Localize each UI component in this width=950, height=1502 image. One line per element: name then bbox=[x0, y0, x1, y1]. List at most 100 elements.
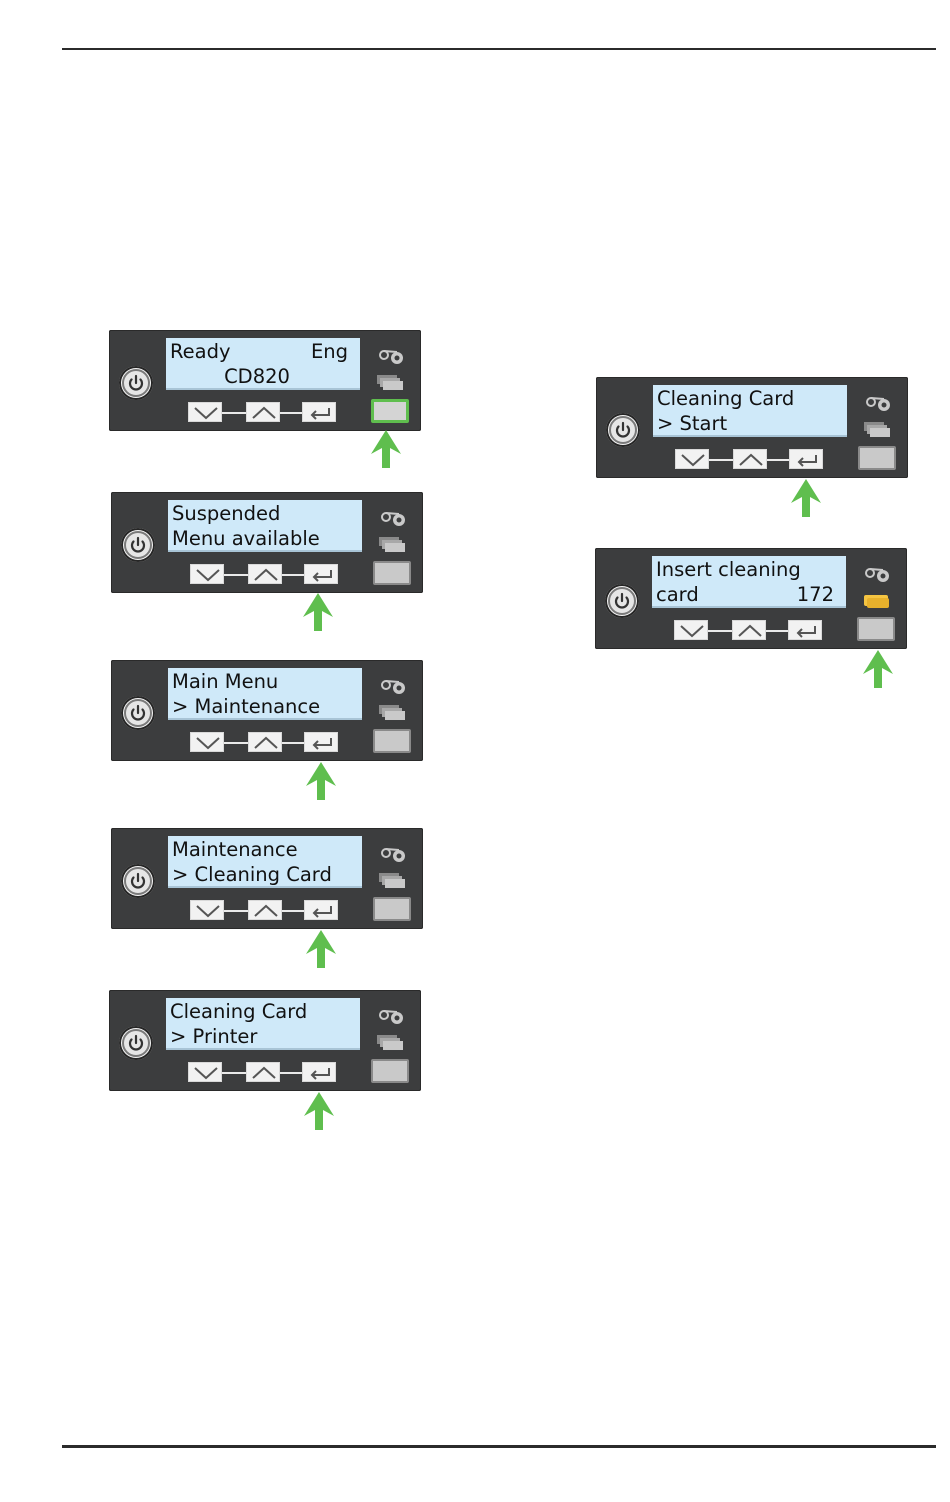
down-arrow-key-icon bbox=[189, 403, 223, 423]
lcd-line-1: Insert cleaning bbox=[656, 558, 846, 583]
stop-button[interactable] bbox=[373, 897, 411, 921]
up-arrow-key-icon bbox=[247, 403, 281, 423]
green-arrow-icon bbox=[306, 762, 336, 800]
navigation-keys bbox=[190, 564, 340, 584]
power-icon bbox=[121, 528, 155, 562]
ribbon-icon bbox=[378, 511, 408, 527]
power-button[interactable] bbox=[605, 584, 639, 618]
down-key[interactable] bbox=[674, 620, 708, 640]
stop-button[interactable] bbox=[858, 446, 896, 470]
enter-key[interactable] bbox=[302, 1062, 336, 1082]
card-stack-icon bbox=[378, 872, 408, 890]
down-key[interactable] bbox=[188, 402, 222, 422]
down-arrow-key-icon bbox=[189, 1063, 223, 1083]
green-arrow-icon bbox=[371, 430, 401, 468]
stop-button[interactable] bbox=[373, 561, 411, 585]
stop-button[interactable] bbox=[371, 399, 409, 423]
navigation-keys bbox=[188, 1062, 338, 1082]
enter-key-icon bbox=[789, 621, 823, 641]
down-key[interactable] bbox=[675, 449, 709, 469]
navigation-keys bbox=[188, 402, 338, 422]
up-arrow-key-icon bbox=[734, 450, 768, 470]
green-arrow-icon bbox=[863, 650, 893, 688]
card-stack-icon bbox=[376, 1034, 406, 1052]
down-key[interactable] bbox=[190, 564, 224, 584]
enter-key-icon bbox=[790, 450, 824, 470]
stop-button[interactable] bbox=[373, 729, 411, 753]
enter-key[interactable] bbox=[304, 564, 338, 584]
power-button[interactable] bbox=[121, 528, 155, 562]
power-icon bbox=[121, 864, 155, 898]
card-stack-icon bbox=[863, 421, 893, 439]
up-arrow-key-icon bbox=[249, 901, 283, 921]
control-panel-cleaning-printer: Cleaning Card > Printer bbox=[109, 990, 421, 1091]
power-icon bbox=[606, 413, 640, 447]
ribbon-icon bbox=[863, 396, 893, 412]
lcd-line-2: > Start bbox=[657, 412, 847, 437]
header-rule bbox=[62, 48, 936, 50]
down-arrow-key-icon bbox=[675, 621, 709, 641]
down-arrow-key-icon bbox=[191, 901, 225, 921]
down-key[interactable] bbox=[188, 1062, 222, 1082]
footer-rule bbox=[62, 1445, 936, 1448]
up-key[interactable] bbox=[248, 732, 282, 752]
green-arrow-icon bbox=[306, 930, 336, 968]
lcd-display: Cleaning Card > Start bbox=[653, 385, 847, 437]
lcd-line-2: > Maintenance bbox=[172, 695, 362, 720]
stop-button[interactable] bbox=[857, 617, 895, 641]
up-arrow-key-icon bbox=[249, 565, 283, 585]
up-arrow-key-icon bbox=[733, 621, 767, 641]
control-panel-suspended: Suspended Menu available bbox=[111, 492, 423, 593]
lcd-line-2: > Printer bbox=[170, 1025, 360, 1050]
navigation-keys bbox=[190, 732, 340, 752]
up-key[interactable] bbox=[733, 449, 767, 469]
ribbon-icon bbox=[862, 567, 892, 583]
enter-key-icon bbox=[305, 901, 339, 921]
stop-button[interactable] bbox=[371, 1059, 409, 1083]
green-arrow-icon bbox=[303, 593, 333, 631]
navigation-keys bbox=[674, 620, 824, 640]
lcd-line-1: Suspended bbox=[172, 502, 362, 527]
enter-key-icon bbox=[303, 1063, 337, 1083]
up-key[interactable] bbox=[246, 1062, 280, 1082]
down-key[interactable] bbox=[190, 900, 224, 920]
ribbon-icon bbox=[376, 1009, 406, 1025]
power-button[interactable] bbox=[606, 413, 640, 447]
up-key[interactable] bbox=[246, 402, 280, 422]
power-icon bbox=[119, 366, 153, 400]
power-button[interactable] bbox=[119, 1026, 153, 1060]
up-key[interactable] bbox=[248, 900, 282, 920]
up-key[interactable] bbox=[248, 564, 282, 584]
enter-key[interactable] bbox=[788, 620, 822, 640]
card-stack-icon bbox=[378, 704, 408, 722]
enter-key[interactable] bbox=[304, 900, 338, 920]
up-key[interactable] bbox=[732, 620, 766, 640]
lcd-line-2: Menu available bbox=[172, 527, 362, 552]
green-arrow-icon bbox=[791, 479, 821, 517]
down-key[interactable] bbox=[190, 732, 224, 752]
lcd-line-2: CD820 bbox=[170, 365, 360, 390]
enter-key[interactable] bbox=[302, 402, 336, 422]
lcd-display: Maintenance > Cleaning Card bbox=[168, 836, 362, 888]
enter-key[interactable] bbox=[789, 449, 823, 469]
control-panel-maintenance: Maintenance > Cleaning Card bbox=[111, 828, 423, 929]
power-button[interactable] bbox=[119, 366, 153, 400]
up-arrow-key-icon bbox=[249, 733, 283, 753]
control-panel-main-menu: Main Menu > Maintenance bbox=[111, 660, 423, 761]
enter-key[interactable] bbox=[304, 732, 338, 752]
enter-key-icon bbox=[303, 403, 337, 423]
navigation-keys bbox=[190, 900, 340, 920]
lcd-line-1: Main Menu bbox=[172, 670, 362, 695]
card-stack-icon bbox=[862, 592, 892, 610]
power-icon bbox=[605, 584, 639, 618]
ribbon-icon bbox=[378, 847, 408, 863]
down-arrow-key-icon bbox=[191, 733, 225, 753]
power-button[interactable] bbox=[121, 864, 155, 898]
lcd-line-1: Cleaning Card bbox=[657, 387, 847, 412]
power-button[interactable] bbox=[121, 696, 155, 730]
